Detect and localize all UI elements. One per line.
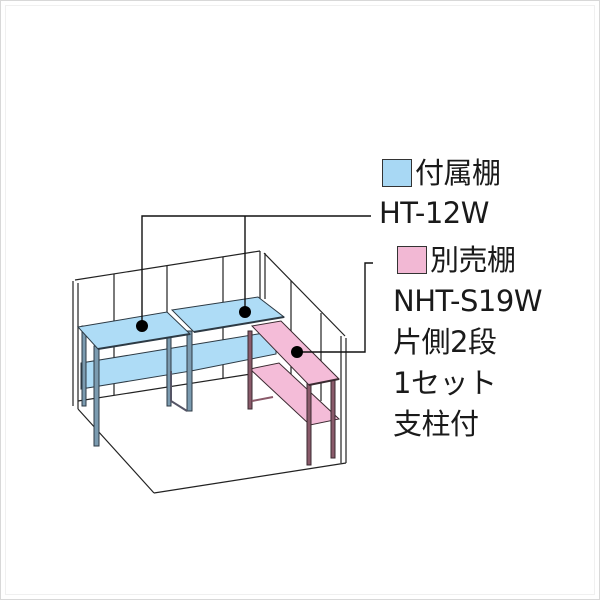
legend-included-label: 付属棚 xyxy=(415,156,501,190)
legend-included-model: HT-12W xyxy=(379,196,489,230)
legend-included-title: 付属棚 xyxy=(382,157,501,190)
callout-dot-blue-2 xyxy=(239,306,251,318)
swatch-blue-icon xyxy=(382,159,412,187)
leader-lines xyxy=(141,215,373,353)
legend-optional-model: NHT-S19W xyxy=(393,284,543,318)
included-shelf-ht-12w xyxy=(77,296,286,447)
legend-optional-title: 別売棚 xyxy=(397,244,516,277)
inner-frame xyxy=(5,5,595,595)
swatch-pink-icon xyxy=(397,246,427,274)
callout-dot-blue-1 xyxy=(136,320,148,332)
legend-optional-detail-2: 1セット xyxy=(393,366,497,400)
legend-optional-detail-1: 片側2段 xyxy=(393,325,497,359)
callout-dot-pink xyxy=(291,346,303,358)
legend-optional-label: 別売棚 xyxy=(430,243,516,277)
legend-optional-detail-3: 支柱付 xyxy=(393,407,479,441)
